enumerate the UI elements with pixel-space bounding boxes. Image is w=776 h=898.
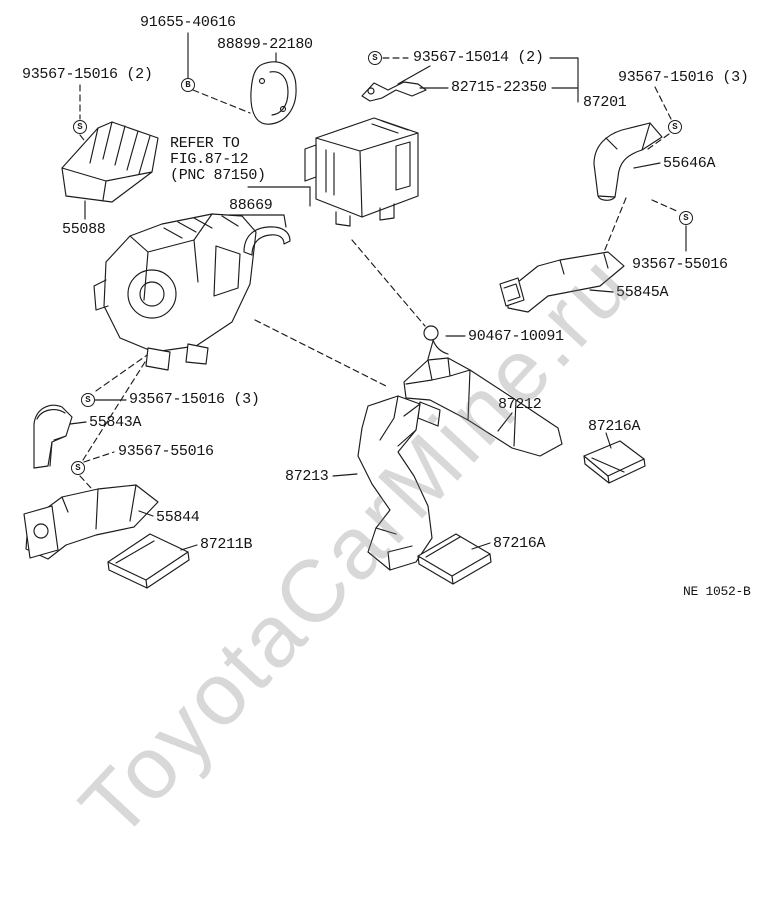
screw-symbol: S <box>668 120 682 134</box>
label-93567-15016-mid: 93567-15016 (3) <box>129 391 260 408</box>
label-90467-10091: 90467-10091 <box>468 328 564 345</box>
label-82715-22350: 82715-22350 <box>451 79 547 96</box>
label-87212: 87212 <box>498 396 542 413</box>
clip-90467-drawing <box>423 325 449 355</box>
screw-symbol: S <box>73 120 87 134</box>
screw-symbol: S <box>679 211 693 225</box>
label-93567-15016-top: 93567-15016 (3) <box>618 69 749 86</box>
duct-87213-drawing <box>357 395 433 571</box>
label-87213: 87213 <box>285 468 329 485</box>
defroster-nozzle-55088-drawing <box>61 121 159 203</box>
label-55843A: 55843A <box>89 414 142 431</box>
duct-55646A-drawing <box>593 122 663 201</box>
drawing-code: NE 1052-B <box>683 584 751 599</box>
label-93567-55016-left: 93567-55016 <box>118 443 214 460</box>
label-55845A: 55845A <box>616 284 669 301</box>
label-55088: 55088 <box>62 221 106 238</box>
duct-55845A-drawing <box>499 251 625 313</box>
hose-88669-drawing <box>243 226 291 256</box>
label-88669: 88669 <box>229 197 273 214</box>
vent-55843A-drawing <box>33 404 73 469</box>
screw-symbol: S <box>81 393 95 407</box>
label-55646A: 55646A <box>663 155 716 172</box>
label-88899-22180: 88899-22180 <box>217 36 313 53</box>
cover-88899-drawing <box>250 61 297 125</box>
screw-symbol: S <box>71 461 85 475</box>
duct-55844-drawing <box>23 484 159 560</box>
bolt-symbol: B <box>181 78 195 92</box>
plate-87211B-drawing <box>107 533 190 589</box>
plate-87216A-bottom-drawing <box>417 533 492 585</box>
label-91655-40616: 91655-40616 <box>140 14 236 31</box>
screw-symbol: S <box>368 51 382 65</box>
heater-case-87201-drawing <box>304 117 419 227</box>
label-93567-55016-right: 93567-55016 <box>632 256 728 273</box>
heater-unit-87150-drawing <box>93 213 257 371</box>
label-93567-15014: 93567-15014 (2) <box>413 49 544 66</box>
label-87216A-bottom: 87216A <box>493 535 546 552</box>
duct-87212-drawing <box>403 357 563 457</box>
label-93567-15016-left: 93567-15016 (2) <box>22 66 153 83</box>
refer-note: REFER TO FIG.87-12 (PNC 87150) <box>170 135 266 184</box>
leader-lines <box>69 32 687 551</box>
label-87201: 87201 <box>583 94 627 111</box>
bracket-93567-15014-drawing <box>361 81 427 102</box>
plate-87216A-right-drawing <box>583 440 646 484</box>
dashed-lines <box>79 57 680 489</box>
label-55844: 55844 <box>156 509 200 526</box>
label-87211B: 87211B <box>200 536 253 553</box>
label-87216A-right: 87216A <box>588 418 641 435</box>
